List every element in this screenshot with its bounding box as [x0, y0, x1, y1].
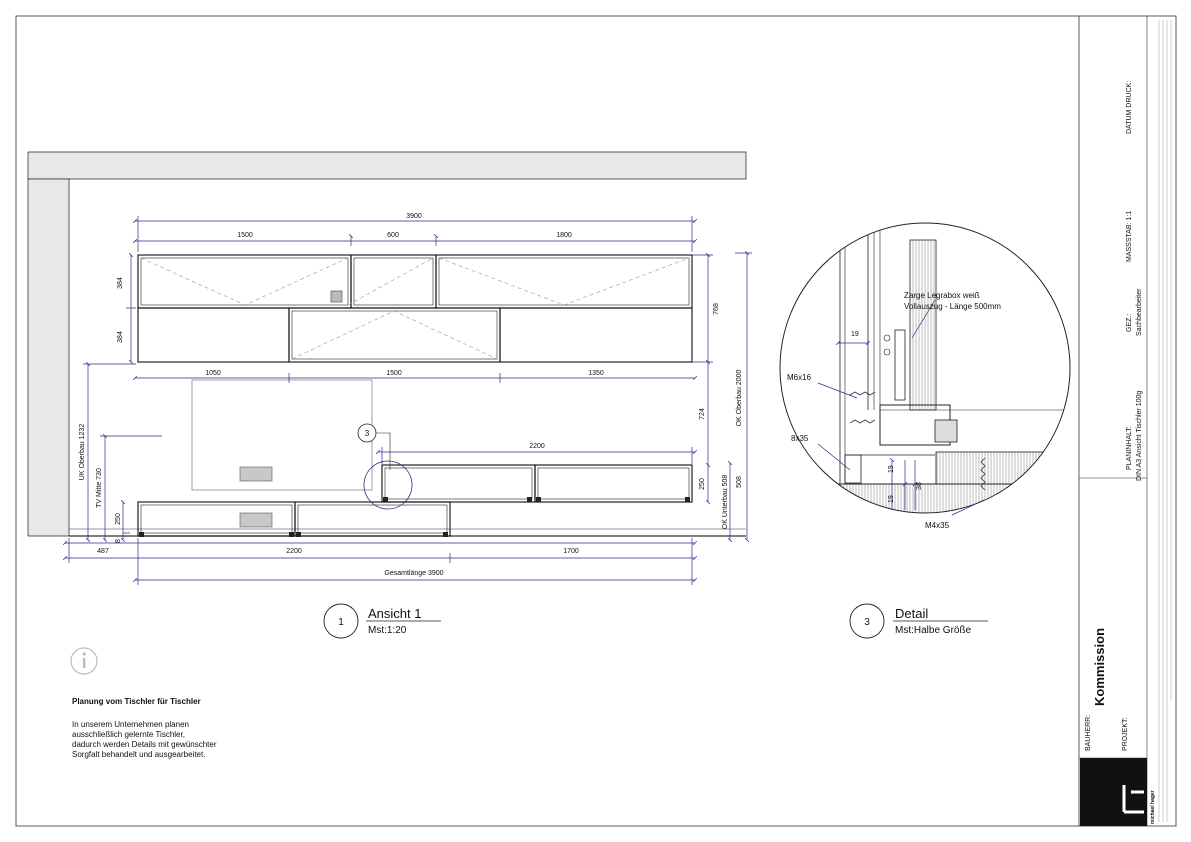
detail-view: Zarge Legrabox weiß Vollauszug - Länge 5… — [779, 222, 1071, 639]
callout-number: 3 — [365, 429, 370, 438]
wall-section — [909, 239, 937, 411]
company-name: michael hager — [1150, 790, 1156, 824]
dim-19-top: 19 — [851, 331, 859, 338]
label-datum: DATUM DRUCK: — [1126, 81, 1133, 134]
detail-scale: Mst:Halbe Größe — [895, 625, 972, 636]
label-vollauszug: Vollauszug - Länge 500mm — [904, 302, 1001, 311]
dim-upper-seg2: 600 — [387, 232, 399, 239]
elevation-view: 3 — [27, 151, 752, 639]
tv-outline — [191, 379, 373, 491]
dimension-lines — [65, 216, 752, 585]
dim-bottom-seg2: 1700 — [563, 548, 579, 555]
label-gez: GEZ.: — [1126, 314, 1133, 332]
dim-upper-seg1: 1500 — [237, 232, 253, 239]
info-panel: Planung vom Tischler für Tischler In uns… — [72, 697, 312, 760]
value-planinhalt: DIN A3 Ansicht Tischler 100g — [1136, 391, 1143, 481]
info-icon — [70, 647, 98, 675]
dim-h724: 724 — [699, 408, 706, 420]
info-line: dadurch werden Details mit gewünschter — [72, 740, 217, 749]
label-m4x35: M4x35 — [925, 521, 950, 530]
sheet-border — [15, 15, 1177, 827]
dim-mid-seg3: 1350 — [588, 370, 604, 377]
dim-overall: Gesamtlänge 3900 — [384, 570, 443, 577]
label-massstab: MASSSTAB: 1:1 — [1126, 211, 1133, 262]
label-uk-oberbau: UK Oberbau 1232 — [79, 424, 86, 481]
dim-mid-seg1: 1050 — [205, 370, 221, 377]
dim-total-width: 3900 — [406, 213, 422, 220]
floor-section — [780, 484, 1070, 513]
label-m6x16: M6x16 — [787, 373, 812, 382]
label-ok-oberbau: OK Oberbau 2000 — [736, 369, 743, 426]
label-ok-unterbau: OK Unterbau 508 — [722, 475, 729, 530]
view-number: 1 — [338, 617, 344, 628]
view-scale: Mst:1:20 — [368, 625, 407, 636]
value-gez: Sachbearbeiter — [1136, 288, 1143, 336]
socket-upper — [330, 290, 343, 303]
view-title: Ansicht 1 — [368, 606, 421, 621]
view-number-circle — [323, 603, 359, 639]
dim-19-c: 19 — [888, 495, 895, 503]
upper-cabinets — [137, 254, 693, 363]
info-line: Sorgfalt behandelt und ausgearbeitet. — [72, 750, 206, 759]
dim-38: 38 — [916, 482, 923, 490]
dim-h8: 8 — [115, 539, 122, 543]
detail-circle — [779, 222, 1071, 514]
detail-number-circle — [849, 603, 885, 639]
dim-upper-h2: 384 — [117, 331, 124, 343]
detail-dimensions — [817, 299, 985, 516]
dim-19-b: 19 — [888, 465, 895, 473]
info-line: In unserem Unternehmen planen — [72, 720, 189, 729]
dim-mid-seg2: 1500 — [386, 370, 402, 377]
lower-cabinets — [137, 464, 693, 537]
dim-upper-seg3: 1800 — [556, 232, 572, 239]
dim-h250: 250 — [699, 478, 706, 490]
dim-upper-total: 768 — [713, 303, 720, 315]
socket-low — [239, 512, 273, 528]
label-legrabox: Zarge Legrabox weiß — [904, 291, 980, 300]
company-logo-mark — [1122, 785, 1144, 814]
value-bauherr: Kommission — [1092, 628, 1107, 706]
dim-upper-h1: 384 — [117, 277, 124, 289]
socket-tv — [239, 466, 273, 482]
dim-h250-left: 250 — [115, 513, 122, 525]
ceiling — [27, 151, 747, 180]
dim-sideboard: 2200 — [529, 443, 545, 450]
info-line: ausschließlich gelernte Tischler, — [72, 730, 185, 739]
label-8x35: 8x35 — [791, 434, 809, 443]
side-wall — [27, 178, 70, 537]
detail-circle-marker — [363, 460, 413, 510]
detail-number: 3 — [864, 617, 870, 628]
label-projekt: PROJEKT: — [1122, 717, 1129, 751]
label-planinhalt: PLANINHALT: — [1126, 426, 1133, 470]
detail-title: Detail — [895, 606, 928, 621]
info-heading: Planung vom Tischler für Tischler — [72, 697, 201, 706]
dim-h508: 508 — [736, 476, 743, 488]
plinth-section — [935, 451, 1067, 485]
label-bauherr: BAUHERR: — [1085, 715, 1092, 751]
legal-fineprint — [1158, 20, 1172, 822]
dim-offset: 487 — [97, 548, 109, 555]
label-tv-mitte: TV Mitte 730 — [96, 468, 103, 508]
title-block: DATUM DRUCK: MASSSTAB: 1:1 GEZ.: Sachbea… — [1079, 20, 1172, 826]
dim-bottom-seg1: 2200 — [286, 548, 302, 555]
